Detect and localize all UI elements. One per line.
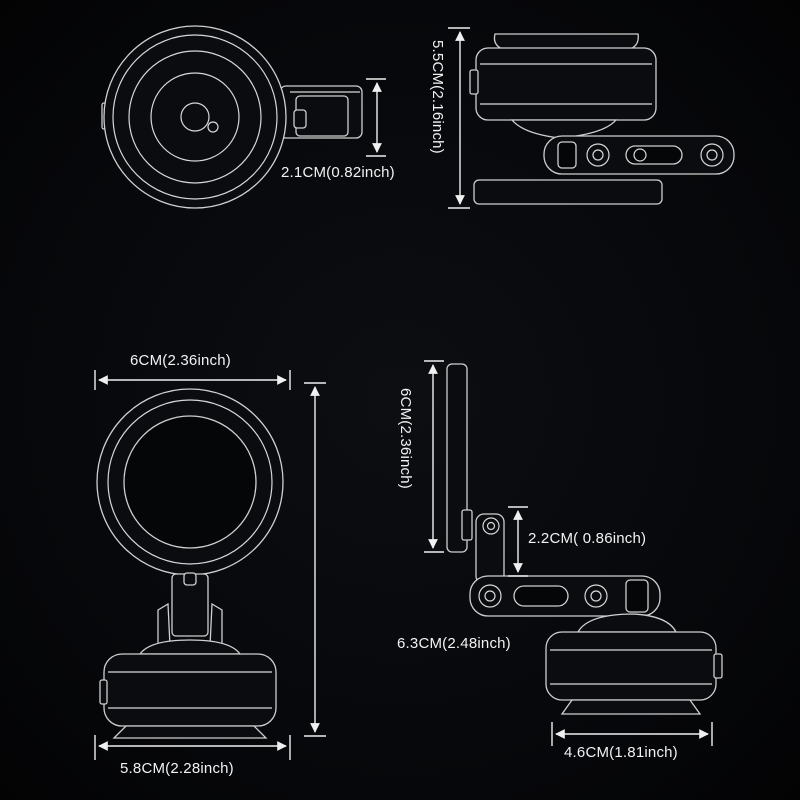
dimension-label-2-1cm: 2.1CM(0.82inch) xyxy=(281,164,395,181)
view-top-right xyxy=(448,27,735,209)
dimension-label-6-3cm: 6.3CM(2.48inch) xyxy=(397,635,511,652)
view-top-left xyxy=(101,25,386,209)
dimension-label-5-8cm: 5.8CM(2.28inch) xyxy=(120,760,234,777)
dimension-label-5-5cm: 5.5CM(2.16inch) xyxy=(429,40,446,154)
view-bottom-right xyxy=(424,360,723,746)
view-bottom-left xyxy=(94,370,326,760)
dimension-label-4-6cm: 4.6CM(1.81inch) xyxy=(564,744,678,761)
dimension-label-2-2cm: 2.2CM( 0.86inch) xyxy=(528,530,647,547)
dimension-label-6cm-top: 6CM(2.36inch) xyxy=(130,352,231,369)
dimension-label-6cm-side: 6CM(2.36inch) xyxy=(397,388,414,489)
